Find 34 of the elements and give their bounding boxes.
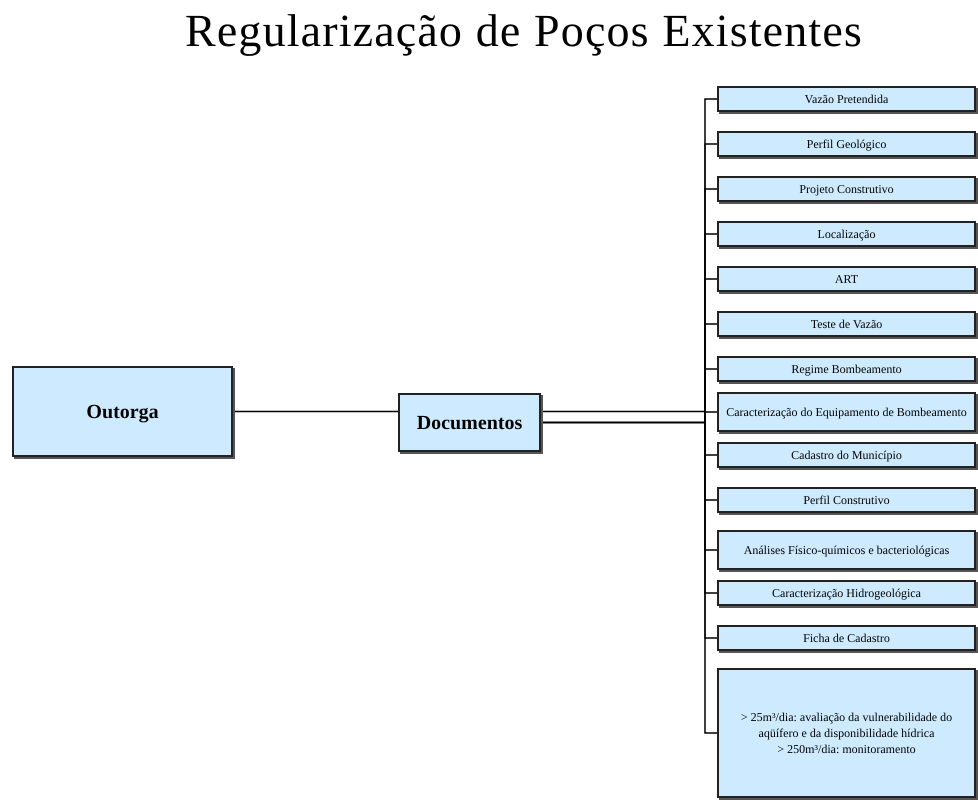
box-label: Projeto Construtivo: [799, 181, 894, 197]
box-label: Localização: [818, 226, 876, 242]
box-label: Análises Físico-químicos e bacteriológicas: [744, 542, 950, 558]
box-label: Caracterização do Equipamento de Bombeamento: [726, 404, 967, 420]
box-label: Cadastro do Município: [791, 447, 902, 463]
document-box: [717, 86, 976, 112]
document-box: [717, 442, 976, 468]
document-box: [398, 393, 541, 452]
box-label: Vazão Pretendida: [804, 91, 888, 107]
document-box: [717, 625, 976, 651]
box-label: Documentos: [416, 410, 522, 434]
document-box: [717, 392, 976, 432]
document-box: [717, 487, 976, 513]
box-label: ART: [834, 271, 858, 287]
box-label: Outorga: [86, 400, 159, 424]
document-box: [717, 176, 976, 202]
box-label: Perfil Construtivo: [803, 492, 890, 508]
box-label: Teste de Vazão: [810, 316, 882, 332]
document-box: [717, 530, 976, 570]
document-box: [717, 266, 976, 292]
document-box: [717, 311, 976, 337]
document-box: [12, 366, 233, 457]
document-box: [717, 668, 976, 798]
diagram-title: Regularização de Poços Existentes: [184, 4, 864, 58]
document-box: [717, 356, 976, 382]
box-label: Regime Bombeamento: [791, 361, 902, 377]
box-label: Caracterização Hidrogeológica: [772, 585, 921, 601]
document-box: [717, 221, 976, 247]
box-label: > 25m³/dia: avaliação da vulnerabilidade do aqüífero e da disponibilidade hídrica: [740, 709, 954, 741]
box-label: Ficha de Cadastro: [803, 630, 890, 646]
box-label: > 250m³/dia: monitoramento: [777, 741, 916, 757]
document-box: [717, 580, 976, 606]
document-box: [717, 131, 976, 157]
box-label: Perfil Geológico: [806, 136, 886, 152]
